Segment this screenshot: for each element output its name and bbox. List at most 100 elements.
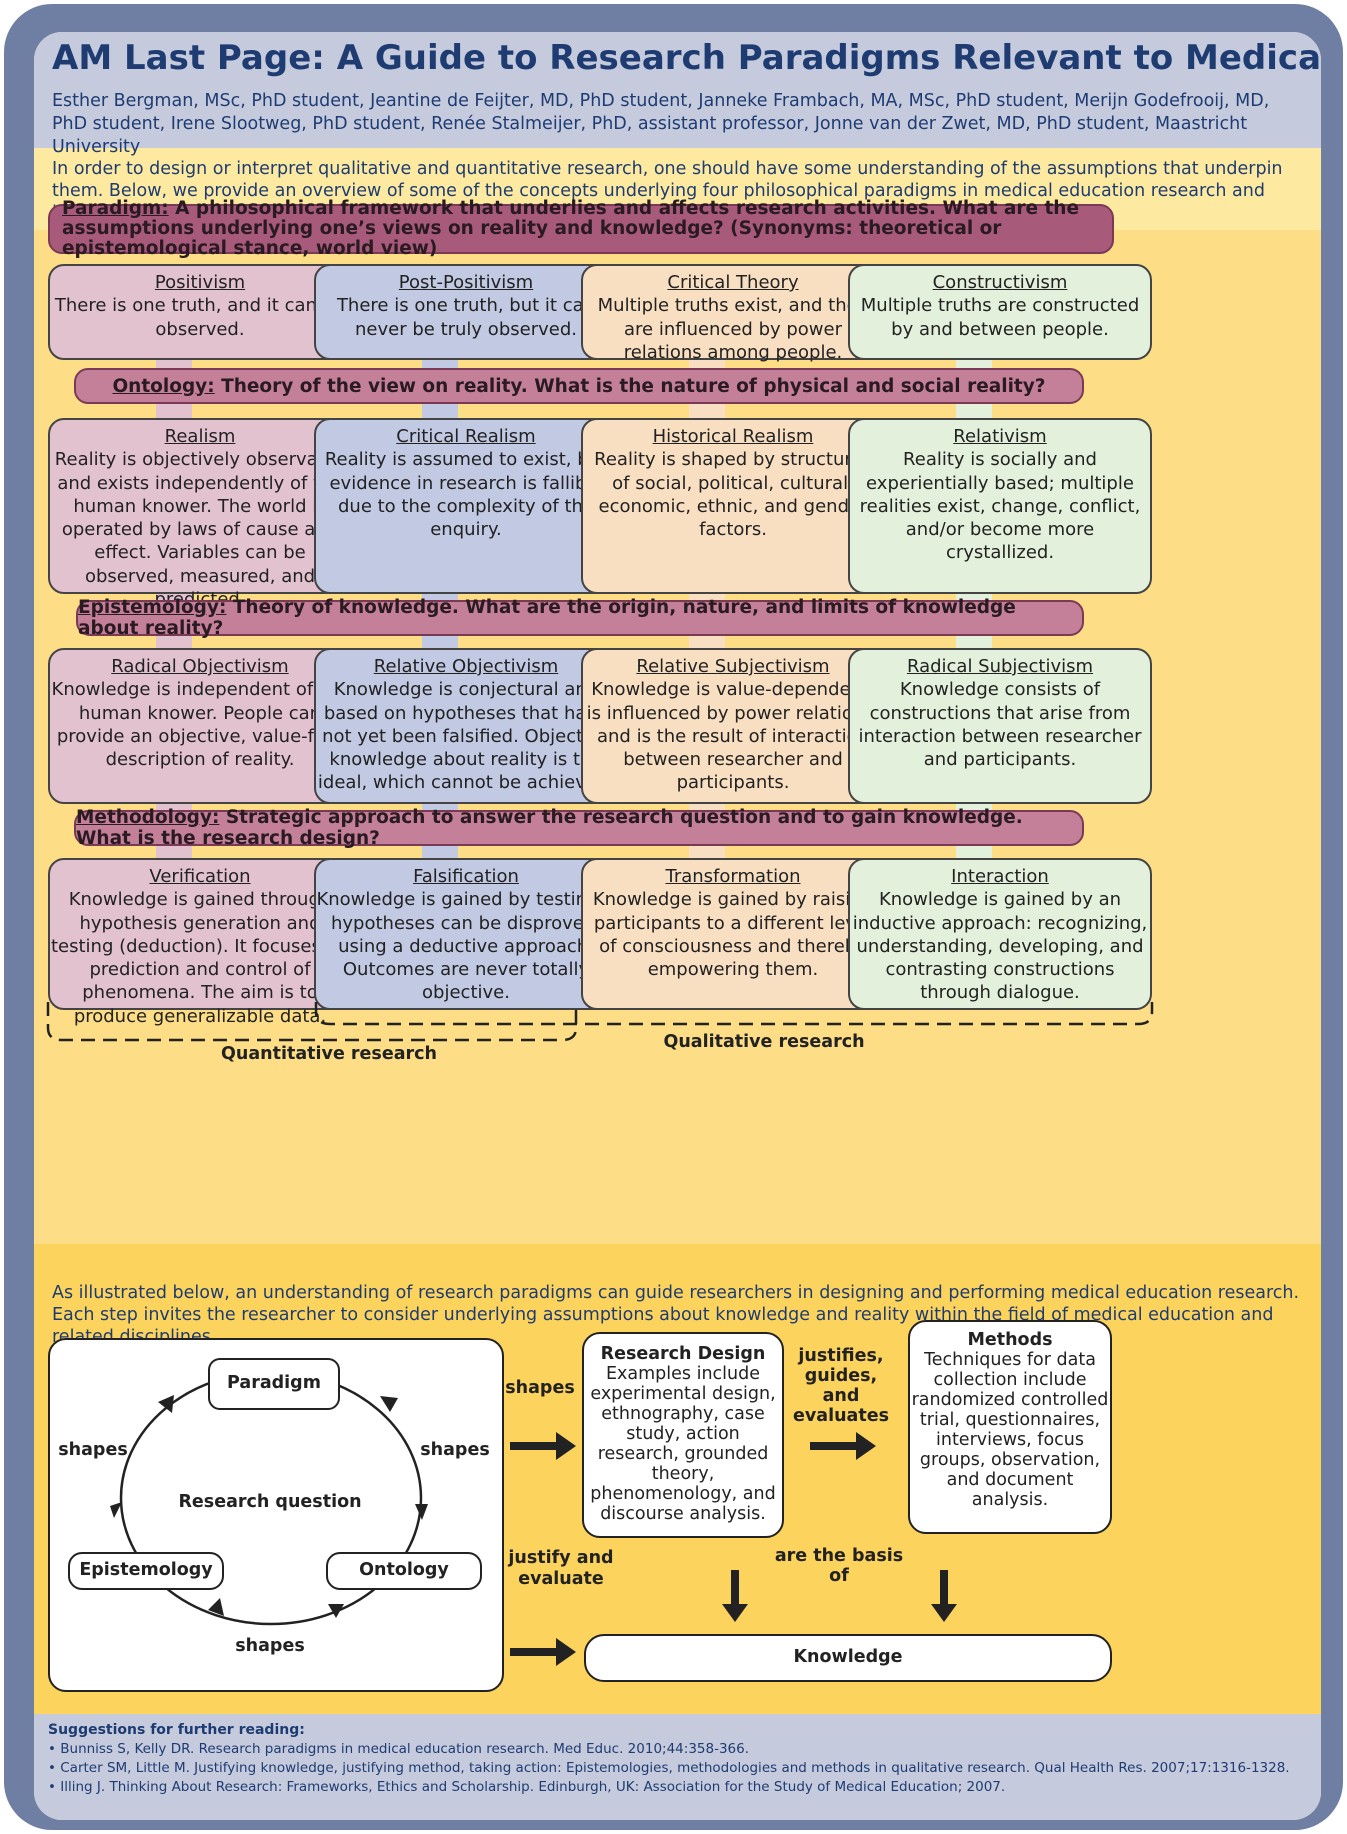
card-title: Post-Positivism: [398, 272, 534, 293]
research-type-brackets: [46, 1002, 1154, 1042]
card-title: Critical Theory: [667, 272, 799, 293]
arrow-down-icon: [931, 1570, 957, 1622]
flow-arrows: [510, 1432, 957, 1666]
arrowhead-icon: [380, 1396, 398, 1412]
card-text: There is one truth, but it can never be …: [336, 295, 596, 340]
footer: [34, 1714, 1321, 1820]
reference-item: • Bunniss S, Kelly DR. Research paradigm…: [48, 1741, 750, 1757]
card-title: Constructivism: [932, 272, 1068, 293]
reference-item: • Carter SM, Little M. Justifying knowle…: [48, 1760, 1290, 1776]
card-text: Reality is shaped by structures of socia…: [594, 449, 872, 541]
arrow-right-icon: [810, 1432, 876, 1460]
card-title: Relative Objectivism: [373, 656, 559, 677]
card-title: Relative Subjectivism: [636, 656, 830, 677]
arrowhead-icon: [415, 1504, 428, 1520]
card-title: Radical Subjectivism: [906, 656, 1094, 677]
epistemology-bar-text: Epistemology: Theory of knowledge. What …: [78, 597, 1016, 639]
cycle-research-question: Research question: [178, 1492, 362, 1512]
card-text: Reality is assumed to exist, but evidenc…: [324, 449, 608, 541]
research-design-text: Examples include experimental design, et…: [590, 1364, 776, 1524]
cycle-epistemology: Epistemology: [68, 1552, 224, 1590]
card-text: Knowledge consists of constructions that…: [858, 679, 1142, 771]
card-title: Verification: [149, 866, 251, 887]
paradigm-bar-text: Paradigm: A philosophical framework that…: [62, 198, 1080, 259]
arrow-right-icon: [510, 1432, 576, 1460]
page-title: AM Last Page: A Guide to Research Paradi…: [52, 38, 1321, 78]
cycle-diagram: Paradigm Research question Epistemology …: [48, 1338, 504, 1692]
cycle-shapes-right: shapes: [420, 1440, 490, 1460]
research-design-title: Research Design: [600, 1344, 766, 1364]
card-title: Radical Objectivism: [111, 656, 289, 677]
arrowhead-icon: [158, 1395, 174, 1413]
further-reading-heading: Suggestions for further reading:: [48, 1722, 305, 1738]
authors: Esther Bergman, MSc, PhD student, Jeanti…: [52, 91, 1270, 157]
cycle-ontology: Ontology: [326, 1552, 482, 1590]
ontology-bar-text: Ontology: Theory of the view on reality.…: [112, 375, 1046, 397]
label-shapes: shapes: [505, 1378, 575, 1398]
card-title: Historical Realism: [652, 426, 814, 447]
arrow-down-icon: [722, 1570, 748, 1622]
card-text: Reality is socially and experientially b…: [859, 449, 1141, 564]
poster-frame: AM Last Page: A Guide to Research Paradi…: [4, 4, 1343, 1830]
methodology-bar: Methodology: Strategic approach to answe…: [74, 807, 1084, 849]
card-text: Knowledge is value-dependent, is influen…: [586, 679, 880, 794]
card-text: Multiple truths exist, and they are infl…: [597, 295, 869, 363]
card-text: Knowledge is gained by raising participa…: [592, 889, 874, 981]
card-title: Relativism: [953, 426, 1047, 447]
card-title: Positivism: [154, 272, 246, 293]
methods-title: Methods: [967, 1330, 1053, 1350]
card-text: Knowledge is conjectural and based on hy…: [317, 679, 615, 794]
qualitative-label: Qualitative research: [663, 1032, 865, 1052]
reference-item: • Illing J. Thinking About Research: Fra…: [48, 1779, 1006, 1795]
poster-body: AM Last Page: A Guide to Research Paradi…: [34, 32, 1321, 1820]
header: AM Last Page: A Guide to Research Paradi…: [34, 32, 1321, 157]
card-title: Interaction: [951, 866, 1049, 887]
cycle-shapes-bottom: shapes: [235, 1636, 305, 1656]
cycle-arrows: [110, 1370, 428, 1626]
methods-box: Methods Techniques for data collection i…: [908, 1320, 1112, 1534]
card-text: Reality is objectively observable and ex…: [54, 449, 346, 610]
label-justifies: justifies, guides, and evaluates: [792, 1346, 889, 1426]
arrow-right-icon: [510, 1638, 576, 1666]
arrowhead-icon: [328, 1604, 344, 1618]
label-justify-evaluate: justify and evaluate: [508, 1548, 614, 1589]
card-text: There is one truth, and it can be observ…: [54, 295, 346, 340]
paradigm-bar: Paradigm: A philosophical framework that…: [48, 199, 1114, 259]
quantitative-bracket: [46, 1002, 578, 1042]
cycle-paradigm: Paradigm: [208, 1358, 340, 1410]
card-title: Realism: [164, 426, 236, 447]
quantitative-label: Quantitative research: [221, 1044, 437, 1064]
card-text: Knowledge is independent of the human kn…: [51, 679, 349, 771]
card-text: Knowledge is gained by testing if hypoth…: [316, 889, 616, 1004]
card-title: Critical Realism: [396, 426, 536, 447]
card-text: Multiple truths are constructed by and b…: [860, 295, 1140, 340]
ontology-bar: Ontology: Theory of the view on reality.…: [74, 368, 1084, 404]
research-design-box: Research Design Examples include experim…: [582, 1332, 784, 1538]
card-text: Knowledge is gained by an inductive appr…: [852, 889, 1148, 1004]
arrowhead-icon: [110, 1502, 122, 1518]
label-basis: are the basis of: [774, 1546, 904, 1586]
card-title: Transformation: [665, 866, 801, 887]
knowledge-box: Knowledge: [584, 1634, 1112, 1682]
methods-text: Techniques for data collection include r…: [911, 1350, 1109, 1510]
methodology-bar-text: Methodology: Strategic approach to answe…: [76, 807, 1023, 849]
epistemology-bar: Epistemology: Theory of knowledge. What …: [76, 597, 1084, 639]
card-title: Falsification: [413, 866, 519, 887]
cycle-shapes-left: shapes: [58, 1440, 128, 1460]
